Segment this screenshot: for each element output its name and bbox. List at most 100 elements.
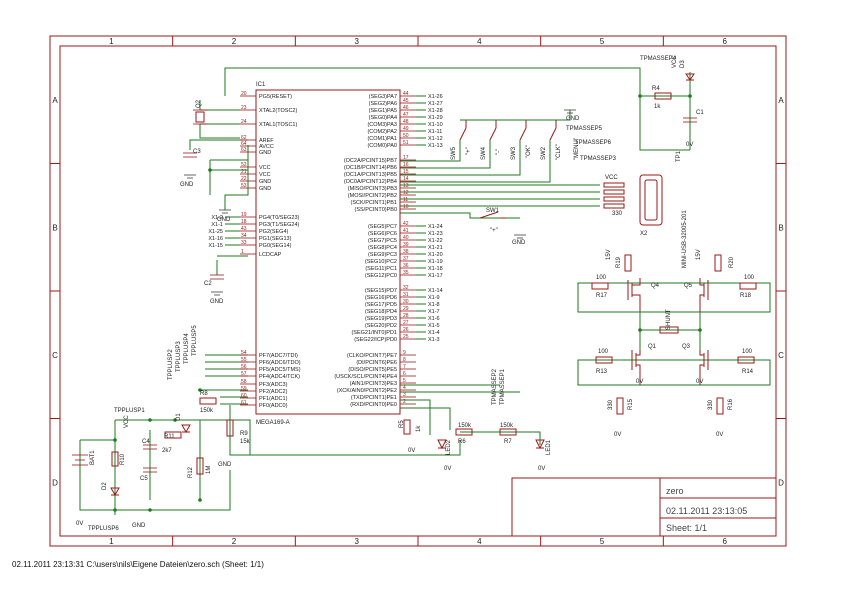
sw3-ref: SW3 [511, 146, 517, 160]
sw3-text: "OK" [526, 145, 532, 158]
ic1-pin-name: VCC [259, 172, 271, 178]
sw2[interactable]: SW2 "CLK" [541, 120, 562, 160]
ic1-pin-name: (SEG1)PA5 [369, 108, 397, 114]
ic1-pin-number: 52 [241, 162, 247, 168]
r10-label: R10 [120, 453, 126, 465]
sw1-menu[interactable]: "MENU" [574, 138, 580, 160]
crystal-q2[interactable]: Q2 [193, 99, 207, 125]
h-bridge[interactable]: 15V R19 15V R20 100 R17 100 R18 Q4 Q5 Q1… [591, 249, 757, 438]
grid-row-left: B [52, 223, 57, 232]
net-label: X1-17 [428, 273, 443, 279]
tpplusp4: TPPLUSP4 [184, 333, 190, 364]
test-points-plus[interactable]: TPPLUSP2 TPPLUSP3 TPPLUSP4 TPPLUSP5 TPPL… [88, 325, 198, 532]
test-points-top[interactable]: TPMASSEP4 TPMASSEP5 TPMASSEP6 TPMASSEP3 … [566, 56, 682, 162]
sw5-ref: SW5 [451, 146, 457, 160]
q3-0v: 0V [696, 379, 703, 385]
ic1-pin-number: 15 [403, 169, 409, 175]
ic1-pin-name: (SEG0)PA4 [369, 115, 397, 121]
sw1[interactable]: SW1 "+" [479, 208, 506, 234]
ic1-pin-number: 49 [403, 126, 409, 132]
r8-label: R8 [200, 391, 208, 397]
ic1-pin-number: 56 [241, 364, 247, 370]
title-date: 02.11.2011 23:13:05 [666, 506, 747, 516]
ic1-pin-name: PF3(ADC3) [259, 382, 288, 388]
ic1-pin-name: (SEG5)PC7 [368, 224, 397, 230]
ic1-pin-number: 46 [403, 105, 409, 111]
r6-value: 150k [458, 423, 472, 429]
ic1-pin-name: (SEG11)PC1 [365, 266, 397, 272]
ic1-pin-number: 10 [403, 204, 409, 210]
ic1-pin-number: 13 [403, 183, 409, 189]
ic1-pin-number: 19 [241, 212, 247, 218]
ic1-pin-number: 64 [241, 141, 247, 147]
ic1-pin-name: PG4(T0/SEG23) [259, 215, 300, 221]
tpmassep3: TPMASSEP3 [580, 156, 617, 162]
ic1-pin-number: 21 [241, 169, 247, 175]
c1-0v: 0V [686, 142, 693, 148]
ic1-pin-number: 14 [403, 176, 409, 182]
ic1-pin-number: 63 [241, 147, 247, 153]
capacitor-c3[interactable]: C3 GND [180, 149, 201, 188]
grid-col-bottom: 4 [477, 537, 482, 546]
ic1-pin-number: 18 [241, 219, 247, 225]
net-label: X1-4 [428, 330, 440, 336]
grid-row-right: D [778, 478, 784, 487]
net-label: X1-15 [208, 243, 223, 249]
led-section[interactable]: R5 1k 0V 150k R6 150k R7 LED2 LED1 0V 0V… [399, 368, 552, 472]
r16-0v: 0V [716, 432, 723, 438]
ic1-pin-number: 50 [403, 133, 409, 139]
ic1-pin-name: (AIN1/PCINT3)PE3 [350, 381, 397, 387]
ic1-pin-number: 11 [403, 197, 408, 203]
r20-val: 15V [696, 249, 702, 260]
usb-connector-x2[interactable]: 330 VCC X2 MINI-USB-32005-201 [603, 174, 688, 268]
r17-val: 100 [596, 275, 607, 281]
ic1-pin-number: 16 [403, 162, 409, 168]
c5-label: C5 [140, 476, 148, 482]
c1-label: C1 [696, 110, 704, 116]
sw4[interactable]: SW4 "-" [481, 120, 502, 160]
sw5[interactable]: SW5 "+" [451, 120, 472, 160]
tpplusp5: TPPLUSP5 [192, 325, 198, 356]
ic1-pin-name: (USCK/SCL/PCINT4)PE4 [334, 374, 397, 380]
ic1-pin-name: (SEG16)PD6 [365, 295, 397, 301]
c4-label: C4 [142, 439, 150, 445]
ic1-pin-number: 29 [403, 306, 409, 312]
ic1-pin-number: 5 [403, 378, 406, 384]
grid-row-left: C [52, 351, 58, 360]
c3-label: C3 [193, 149, 201, 155]
power-section[interactable]: D3 VCC R4 1k C1 0V [652, 55, 704, 148]
ic1-pin-number: 24 [241, 119, 247, 125]
r15-0v: 0V [614, 432, 621, 438]
tpmassep4: TPMASSEP4 [640, 56, 677, 62]
ic1-pin-number: 43 [241, 226, 247, 232]
ic1-pin-name: (SEG10)PC2 [365, 259, 397, 265]
ic1-pin-name: (COM0)PA0 [367, 143, 397, 149]
switches[interactable]: SW5 "+" SW4 "-" SW3 "OK" SW2 "CLK" "MENU… [451, 109, 580, 246]
sw3[interactable]: SW3 "OK" [511, 120, 532, 160]
grid-row-left: D [52, 478, 58, 487]
x2-label: X2 [640, 231, 648, 237]
grid-col-bottom: 3 [354, 537, 359, 546]
ic1-pin-number: 55 [241, 357, 247, 363]
ic1-pin-name: (CLKO/PCINT7)PE7 [347, 353, 397, 359]
ic1-value: MEGA169-A [256, 420, 290, 426]
ic1-pin-number: 22 [241, 176, 247, 182]
ic1-pin-number: 51 [403, 140, 409, 146]
ic1-pin-name: VCC [259, 165, 271, 171]
q1-label: Q1 [648, 344, 657, 350]
net-label: X1-16 [208, 236, 223, 242]
capacitor-c2[interactable]: C2 GND [204, 274, 224, 305]
usb-r330: 330 [612, 211, 623, 217]
ic1-pin-name: GND [259, 186, 271, 192]
ic1-pin-name: (MOSI/PCINT2)PB2 [348, 193, 397, 199]
ic1-pin-name: (SEG20)PD2 [365, 323, 397, 329]
ic1-pin-number: 34 [241, 233, 247, 239]
ic1-pin-name: (SEG2)PA6 [369, 101, 397, 107]
ic-gnd: GND [217, 217, 231, 223]
r13-label: R13 [596, 369, 608, 375]
battery-section[interactable]: BAT1 0V R10 D2 VCC R11 2k7 C4 C5 GND R12… [72, 391, 251, 529]
ic1-pin-name: (SEG19)PD3 [365, 316, 397, 322]
